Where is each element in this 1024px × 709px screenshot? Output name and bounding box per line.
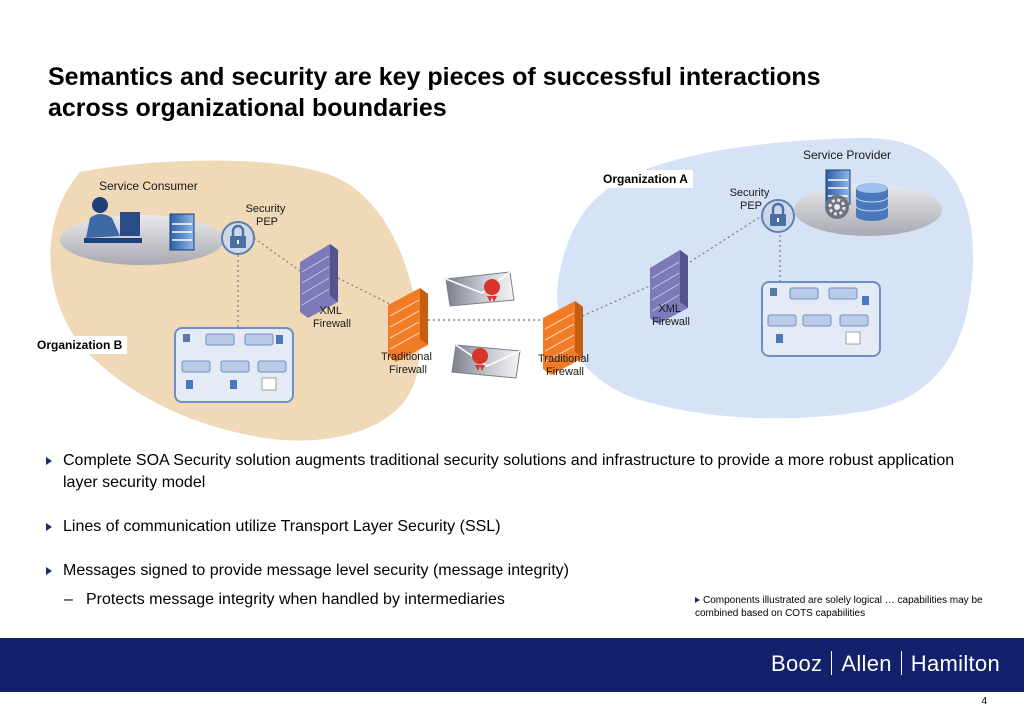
bullet-arrow-icon — [46, 457, 52, 465]
org-a-services-cluster — [761, 281, 881, 357]
booz-allen-hamilton-logo: Booz Allen Hamilton — [771, 651, 1000, 677]
bullet-item: Messages signed to provide message level… — [46, 560, 966, 582]
footnote-arrow-icon — [695, 597, 700, 603]
user-workstation-icon — [84, 197, 142, 243]
footnote-text: Components illustrated are solely logica… — [695, 595, 983, 619]
security-pep-right-lock-icon — [761, 199, 795, 233]
xml-firewall-left-icon — [300, 244, 338, 318]
traditional-firewall-left-label: Traditional Firewall — [381, 351, 435, 376]
security-pep-left-label: Security PEP — [246, 203, 289, 228]
provider-gear-icon — [825, 195, 849, 219]
bullet-text: Lines of communication utilize Transport… — [63, 518, 501, 535]
traditional-firewall-right-label: Traditional Firewall — [538, 353, 592, 378]
sub-bullet-item: –Protects message integrity when handled… — [64, 589, 505, 611]
xml-firewall-right-line-1: XML — [658, 303, 681, 315]
security-pep-left-lock-icon — [221, 221, 255, 255]
security-pep-right-label: Security PEP — [730, 187, 773, 212]
bullet-item: Complete SOA Security solution augments … — [46, 450, 966, 494]
traditional-firewall-right-line-2: Firewall — [546, 366, 584, 378]
provider-database-icon — [855, 183, 889, 221]
slide-title-line-1: Semantics and security are key pieces of… — [48, 63, 821, 91]
org-b-services-cluster — [174, 327, 294, 403]
brand-word-allen: Allen — [841, 651, 892, 676]
signed-message-envelope-icon-top — [445, 271, 515, 307]
xml-firewall-right-line-2: Firewall — [652, 316, 690, 328]
security-pep-left-line-1: Security — [246, 203, 286, 215]
service-provider-label: Service Provider — [803, 148, 891, 162]
slide-title: Semantics and security are key pieces of… — [48, 62, 1008, 124]
consumer-server-icon — [169, 213, 195, 251]
service-consumer-label: Service Consumer — [99, 179, 198, 193]
security-pep-right-line-1: Security — [730, 187, 770, 199]
bullet-list: Complete SOA Security solution augments … — [46, 450, 966, 604]
xml-firewall-left-line-1: XML — [319, 305, 342, 317]
bullet-item: Lines of communication utilize Transport… — [46, 516, 966, 538]
bullet-arrow-icon — [46, 567, 52, 575]
footnote: Components illustrated are solely logica… — [695, 594, 1010, 620]
xml-firewall-right-label: XML Firewall — [652, 303, 690, 328]
bullet-text: Messages signed to provide message level… — [63, 562, 570, 579]
sub-bullet-text: Protects message integrity when handled … — [86, 591, 505, 608]
organization-b-label: Organization B — [32, 336, 128, 354]
bullet-text: Complete SOA Security solution augments … — [63, 452, 955, 491]
brand-word-hamilton: Hamilton — [910, 651, 1000, 676]
soa-security-diagram: Service Consumer Security PEP XML Firewa… — [50, 137, 974, 441]
page-number: 4 — [981, 696, 987, 707]
security-pep-right-line-2: PEP — [740, 200, 762, 212]
organization-a-label: Organization A — [598, 170, 693, 188]
brand-divider — [831, 651, 833, 675]
signed-message-envelope-icon-bottom — [451, 344, 521, 379]
traditional-firewall-left-line-2: Firewall — [389, 364, 427, 376]
security-pep-left-line-2: PEP — [256, 216, 278, 228]
traditional-firewall-left-icon — [388, 288, 428, 362]
xml-firewall-right-icon — [650, 250, 688, 324]
footer-bar: Booz Allen Hamilton — [0, 638, 1024, 692]
bullet-arrow-icon — [46, 523, 52, 531]
brand-divider — [900, 651, 902, 675]
traditional-firewall-left-line-1: Traditional — [381, 351, 432, 363]
traditional-firewall-right-icon — [543, 301, 583, 375]
xml-firewall-left-line-2: Firewall — [313, 318, 351, 330]
slide-title-line-2: across organizational boundaries — [48, 94, 447, 122]
brand-word-booz: Booz — [771, 651, 823, 676]
xml-firewall-left-label: XML Firewall — [313, 305, 351, 330]
sub-bullet-dash: – — [64, 591, 73, 608]
traditional-firewall-right-line-1: Traditional — [538, 353, 589, 365]
